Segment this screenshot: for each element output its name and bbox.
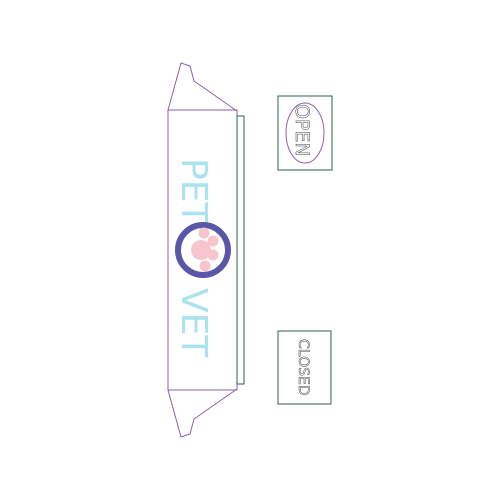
open-sign-label: OPEN bbox=[291, 104, 313, 157]
banner-top-flap bbox=[167, 62, 238, 112]
banner bbox=[167, 62, 245, 438]
banner-edge bbox=[236, 115, 245, 385]
logo: PET VET bbox=[173, 158, 231, 358]
logo-word-top: PET bbox=[173, 158, 214, 225]
closed-sign-label: CLOSED bbox=[295, 339, 311, 396]
open-sign-oval bbox=[285, 102, 325, 164]
paw-icon bbox=[191, 227, 219, 272]
open-sign: OPEN bbox=[277, 95, 333, 171]
closed-sign-frame bbox=[277, 330, 332, 405]
logo-word-bottom: VET bbox=[173, 288, 214, 358]
banner-bottom-flap bbox=[167, 388, 238, 438]
closed-sign: CLOSED bbox=[277, 330, 332, 405]
open-sign-frame bbox=[277, 95, 333, 171]
